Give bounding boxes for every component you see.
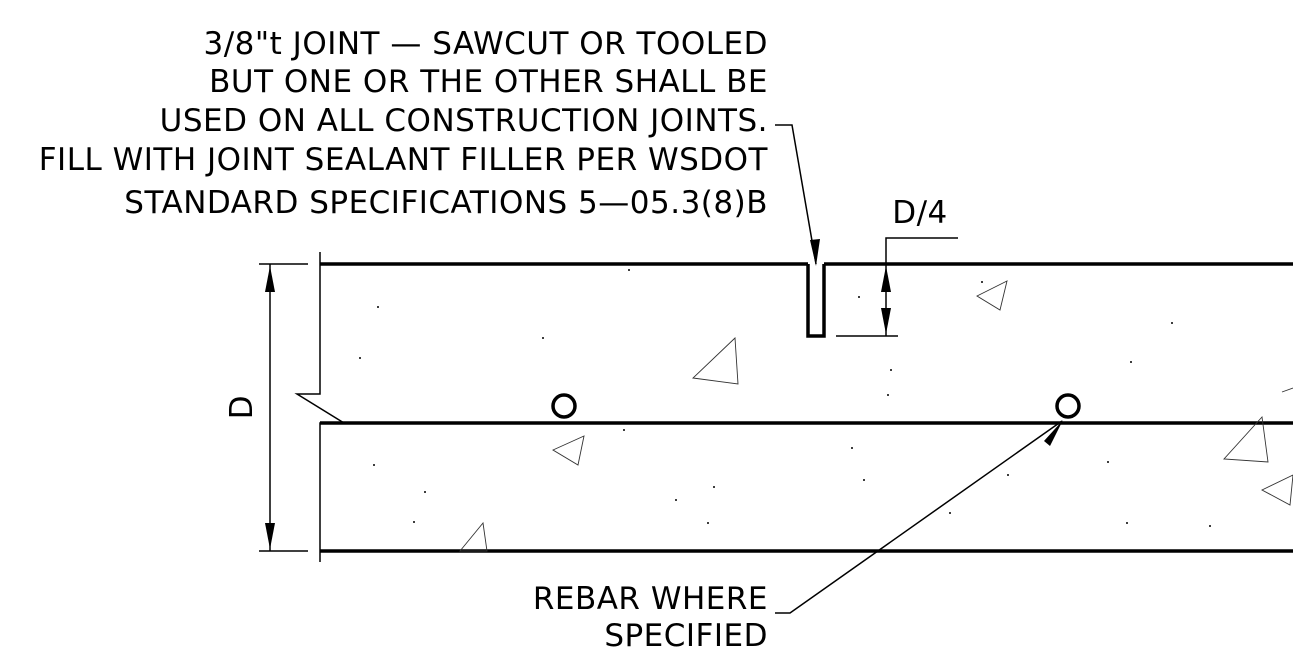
concrete-aggregate-dots: [359, 269, 1211, 527]
joint-depth-label: D/4: [892, 195, 948, 231]
slab-depth-dimension: D: [224, 263, 308, 552]
joint-note-line-1: 3/8"t JOINT — SAWCUT OR TOOLED: [204, 26, 768, 62]
joint-note: 3/8"t JOINT — SAWCUT OR TOOLED BUT ONE O…: [39, 26, 769, 221]
rebar-note: REBAR WHERE SPECIFIED: [533, 420, 1063, 654]
rebar-bar-left: [551, 393, 577, 419]
joint-note-line-5: STANDARD SPECIFICATIONS 5—05.3(8)B: [124, 185, 768, 221]
concrete-aggregate-hatch: [459, 280, 1293, 552]
rebar: [551, 393, 1081, 419]
joint-note-line-2: BUT ONE OR THE OTHER SHALL BE: [209, 64, 768, 100]
joint-note-leader: [775, 124, 820, 266]
rebar-note-line-1: REBAR WHERE: [533, 581, 768, 617]
joint-note-line-3: USED ON ALL CONSTRUCTION JOINTS.: [160, 103, 768, 139]
joint-depth-dimension: D/4: [836, 195, 958, 337]
slab-depth-label: D: [224, 395, 260, 419]
joint-note-line-4: FILL WITH JOINT SEALANT FILLER PER WSDOT: [39, 142, 769, 178]
rebar-bar-right: [1055, 393, 1081, 419]
slab-outline: [294, 252, 1293, 562]
rebar-note-line-2: SPECIFIED: [604, 618, 768, 654]
